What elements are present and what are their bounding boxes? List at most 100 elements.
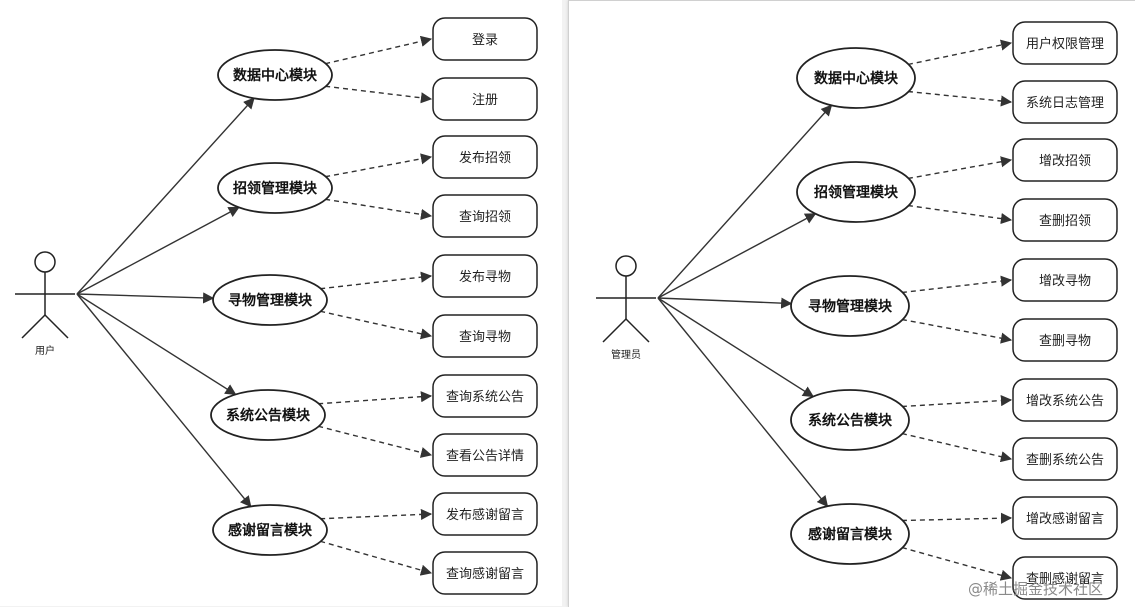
module-feature-connector xyxy=(901,432,1013,463)
feature-box xyxy=(432,433,538,477)
feature-label: 注册 xyxy=(472,93,498,108)
feature-box xyxy=(1012,496,1118,540)
module-label: 数据中心模块 xyxy=(233,67,318,84)
module-feature-connector xyxy=(325,153,433,178)
feature-label: 发布感谢留言 xyxy=(446,507,524,523)
feature-box xyxy=(432,492,538,536)
feature-box xyxy=(432,254,538,298)
actor-right-leg-line xyxy=(44,314,69,339)
module-feature-connector xyxy=(317,425,433,458)
feature-box xyxy=(1012,258,1118,302)
feature-label: 用户权限管理 xyxy=(1026,36,1104,52)
module-feature-connector xyxy=(325,198,433,220)
module-label: 系统公告模块 xyxy=(226,407,311,424)
module-feature-connector xyxy=(901,546,1013,581)
feature-box xyxy=(1012,80,1118,124)
feature-label: 查询感谢留言 xyxy=(446,566,524,582)
feature-box xyxy=(1012,556,1118,600)
module-label: 寻物管理模块 xyxy=(228,292,313,309)
module-label: 招领管理模块 xyxy=(814,184,899,201)
feature-box xyxy=(432,551,538,595)
feature-label: 查看公告详情 xyxy=(446,448,524,464)
actor-module-connector xyxy=(657,213,817,299)
module-ellipse xyxy=(217,49,333,101)
actor-left-leg-line xyxy=(21,314,46,339)
module-label: 系统公告模块 xyxy=(808,412,893,429)
module-ellipse xyxy=(790,389,910,451)
module-label: 数据中心模块 xyxy=(814,70,899,87)
watermark-text: @稀土掘金技术社区 xyxy=(968,580,1103,598)
module-ellipse xyxy=(217,162,333,214)
actor-right-leg-line xyxy=(625,318,650,343)
module-feature-connector xyxy=(907,156,1013,180)
feature-box xyxy=(432,17,538,61)
module-feature-connector xyxy=(901,512,1013,524)
feature-label: 查询系统公告 xyxy=(446,390,524,405)
module-ellipse xyxy=(790,503,910,565)
actor-head-icon xyxy=(615,255,637,277)
actor-module-connector xyxy=(76,97,255,295)
actor-head-icon xyxy=(34,251,56,273)
module-feature-connector xyxy=(325,85,433,104)
module-feature-connector xyxy=(325,35,433,65)
module-feature-connector xyxy=(901,395,1013,408)
module-feature-connector xyxy=(907,204,1013,225)
feature-label: 发布招领 xyxy=(459,150,511,166)
actor-module-connector xyxy=(76,293,252,508)
feature-box xyxy=(1012,138,1118,182)
module-label: 感谢留言模块 xyxy=(808,526,893,543)
feature-label: 发布寻物 xyxy=(459,269,511,285)
module-feature-connector xyxy=(320,310,433,340)
feature-box xyxy=(432,194,538,238)
actor-module-connector xyxy=(657,297,815,398)
module-feature-connector xyxy=(320,508,433,521)
feature-box xyxy=(1012,378,1118,422)
module-ellipse xyxy=(212,504,328,556)
feature-box xyxy=(432,77,538,121)
feature-label: 系统日志管理 xyxy=(1026,96,1104,111)
feature-box xyxy=(432,374,538,418)
feature-box xyxy=(1012,198,1118,242)
feature-label: 登录 xyxy=(472,33,498,48)
actor-module-connector xyxy=(76,292,215,304)
actor-label: 用户 xyxy=(35,344,55,357)
actor-module-connector xyxy=(657,297,829,508)
actor-module-connector xyxy=(76,293,237,396)
actor-module-connector xyxy=(657,104,833,299)
module-label: 感谢留言模块 xyxy=(228,522,313,539)
module-feature-connector xyxy=(907,39,1013,66)
feature-label: 查删感谢留言 xyxy=(1026,571,1104,587)
feature-label: 增改招领 xyxy=(1039,154,1091,169)
actor-module-connector xyxy=(657,297,793,309)
module-feature-connector xyxy=(318,391,433,405)
feature-label: 增改感谢留言 xyxy=(1026,511,1104,527)
feature-label: 查删招领 xyxy=(1039,214,1091,229)
module-ellipse xyxy=(790,275,910,337)
module-feature-connector xyxy=(320,271,433,290)
feature-label: 查删寻物 xyxy=(1039,334,1091,349)
feature-label: 查删系统公告 xyxy=(1026,453,1104,468)
feature-box xyxy=(1012,21,1118,65)
module-feature-connector xyxy=(901,318,1013,344)
feature-label: 增改系统公告 xyxy=(1026,394,1104,409)
actor-module-connector xyxy=(76,206,240,295)
module-label: 寻物管理模块 xyxy=(808,298,893,315)
module-ellipse xyxy=(210,389,326,441)
module-feature-connector xyxy=(319,540,433,576)
feature-box xyxy=(1012,437,1118,481)
module-label: 招领管理模块 xyxy=(233,180,318,197)
module-ellipse xyxy=(796,161,916,223)
module-feature-connector xyxy=(901,275,1013,294)
feature-box xyxy=(432,314,538,358)
feature-label: 增改寻物 xyxy=(1039,274,1091,289)
module-ellipse xyxy=(212,274,328,326)
actor-left-leg-line xyxy=(602,318,627,343)
module-feature-connector xyxy=(907,90,1013,107)
feature-box xyxy=(1012,318,1118,362)
feature-label: 查询寻物 xyxy=(459,330,511,345)
feature-box xyxy=(432,135,538,179)
module-ellipse xyxy=(796,47,916,109)
actor-label: 管理员 xyxy=(611,348,641,361)
